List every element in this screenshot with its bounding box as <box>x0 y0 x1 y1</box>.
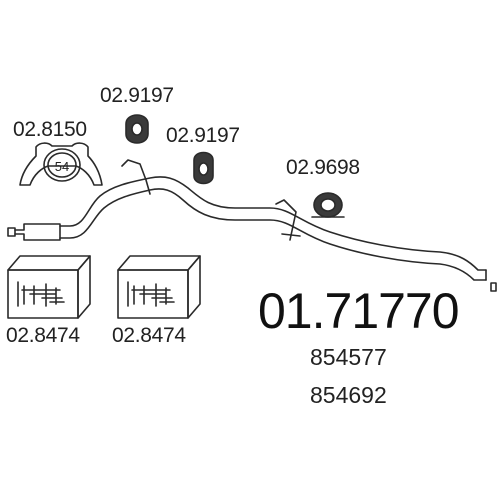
gasket-code: 02.8150 <box>13 118 87 141</box>
gasket-clamp-icon <box>19 142 103 186</box>
packaging-box-left <box>7 255 91 319</box>
rubber-hanger-icon <box>125 114 149 144</box>
rubber-mount-code: 02.9698 <box>286 156 360 179</box>
oem-ref-2: 854692 <box>310 382 387 408</box>
box-right-code: 02.8474 <box>112 324 186 347</box>
main-part-number: 01.71770 <box>258 283 460 339</box>
oem-ref-1: 854577 <box>310 344 387 370</box>
rubber-mount-icon <box>311 192 345 218</box>
exhaust-pipe <box>7 159 497 292</box>
hanger-b-code: 02.9197 <box>166 124 240 147</box>
packaging-box-right <box>117 255 201 319</box>
box-left-code: 02.8474 <box>6 324 80 347</box>
gasket-badge: 54 <box>55 159 69 174</box>
hanger-a-code: 02.9197 <box>100 84 174 107</box>
rubber-hanger-icon <box>193 151 214 185</box>
